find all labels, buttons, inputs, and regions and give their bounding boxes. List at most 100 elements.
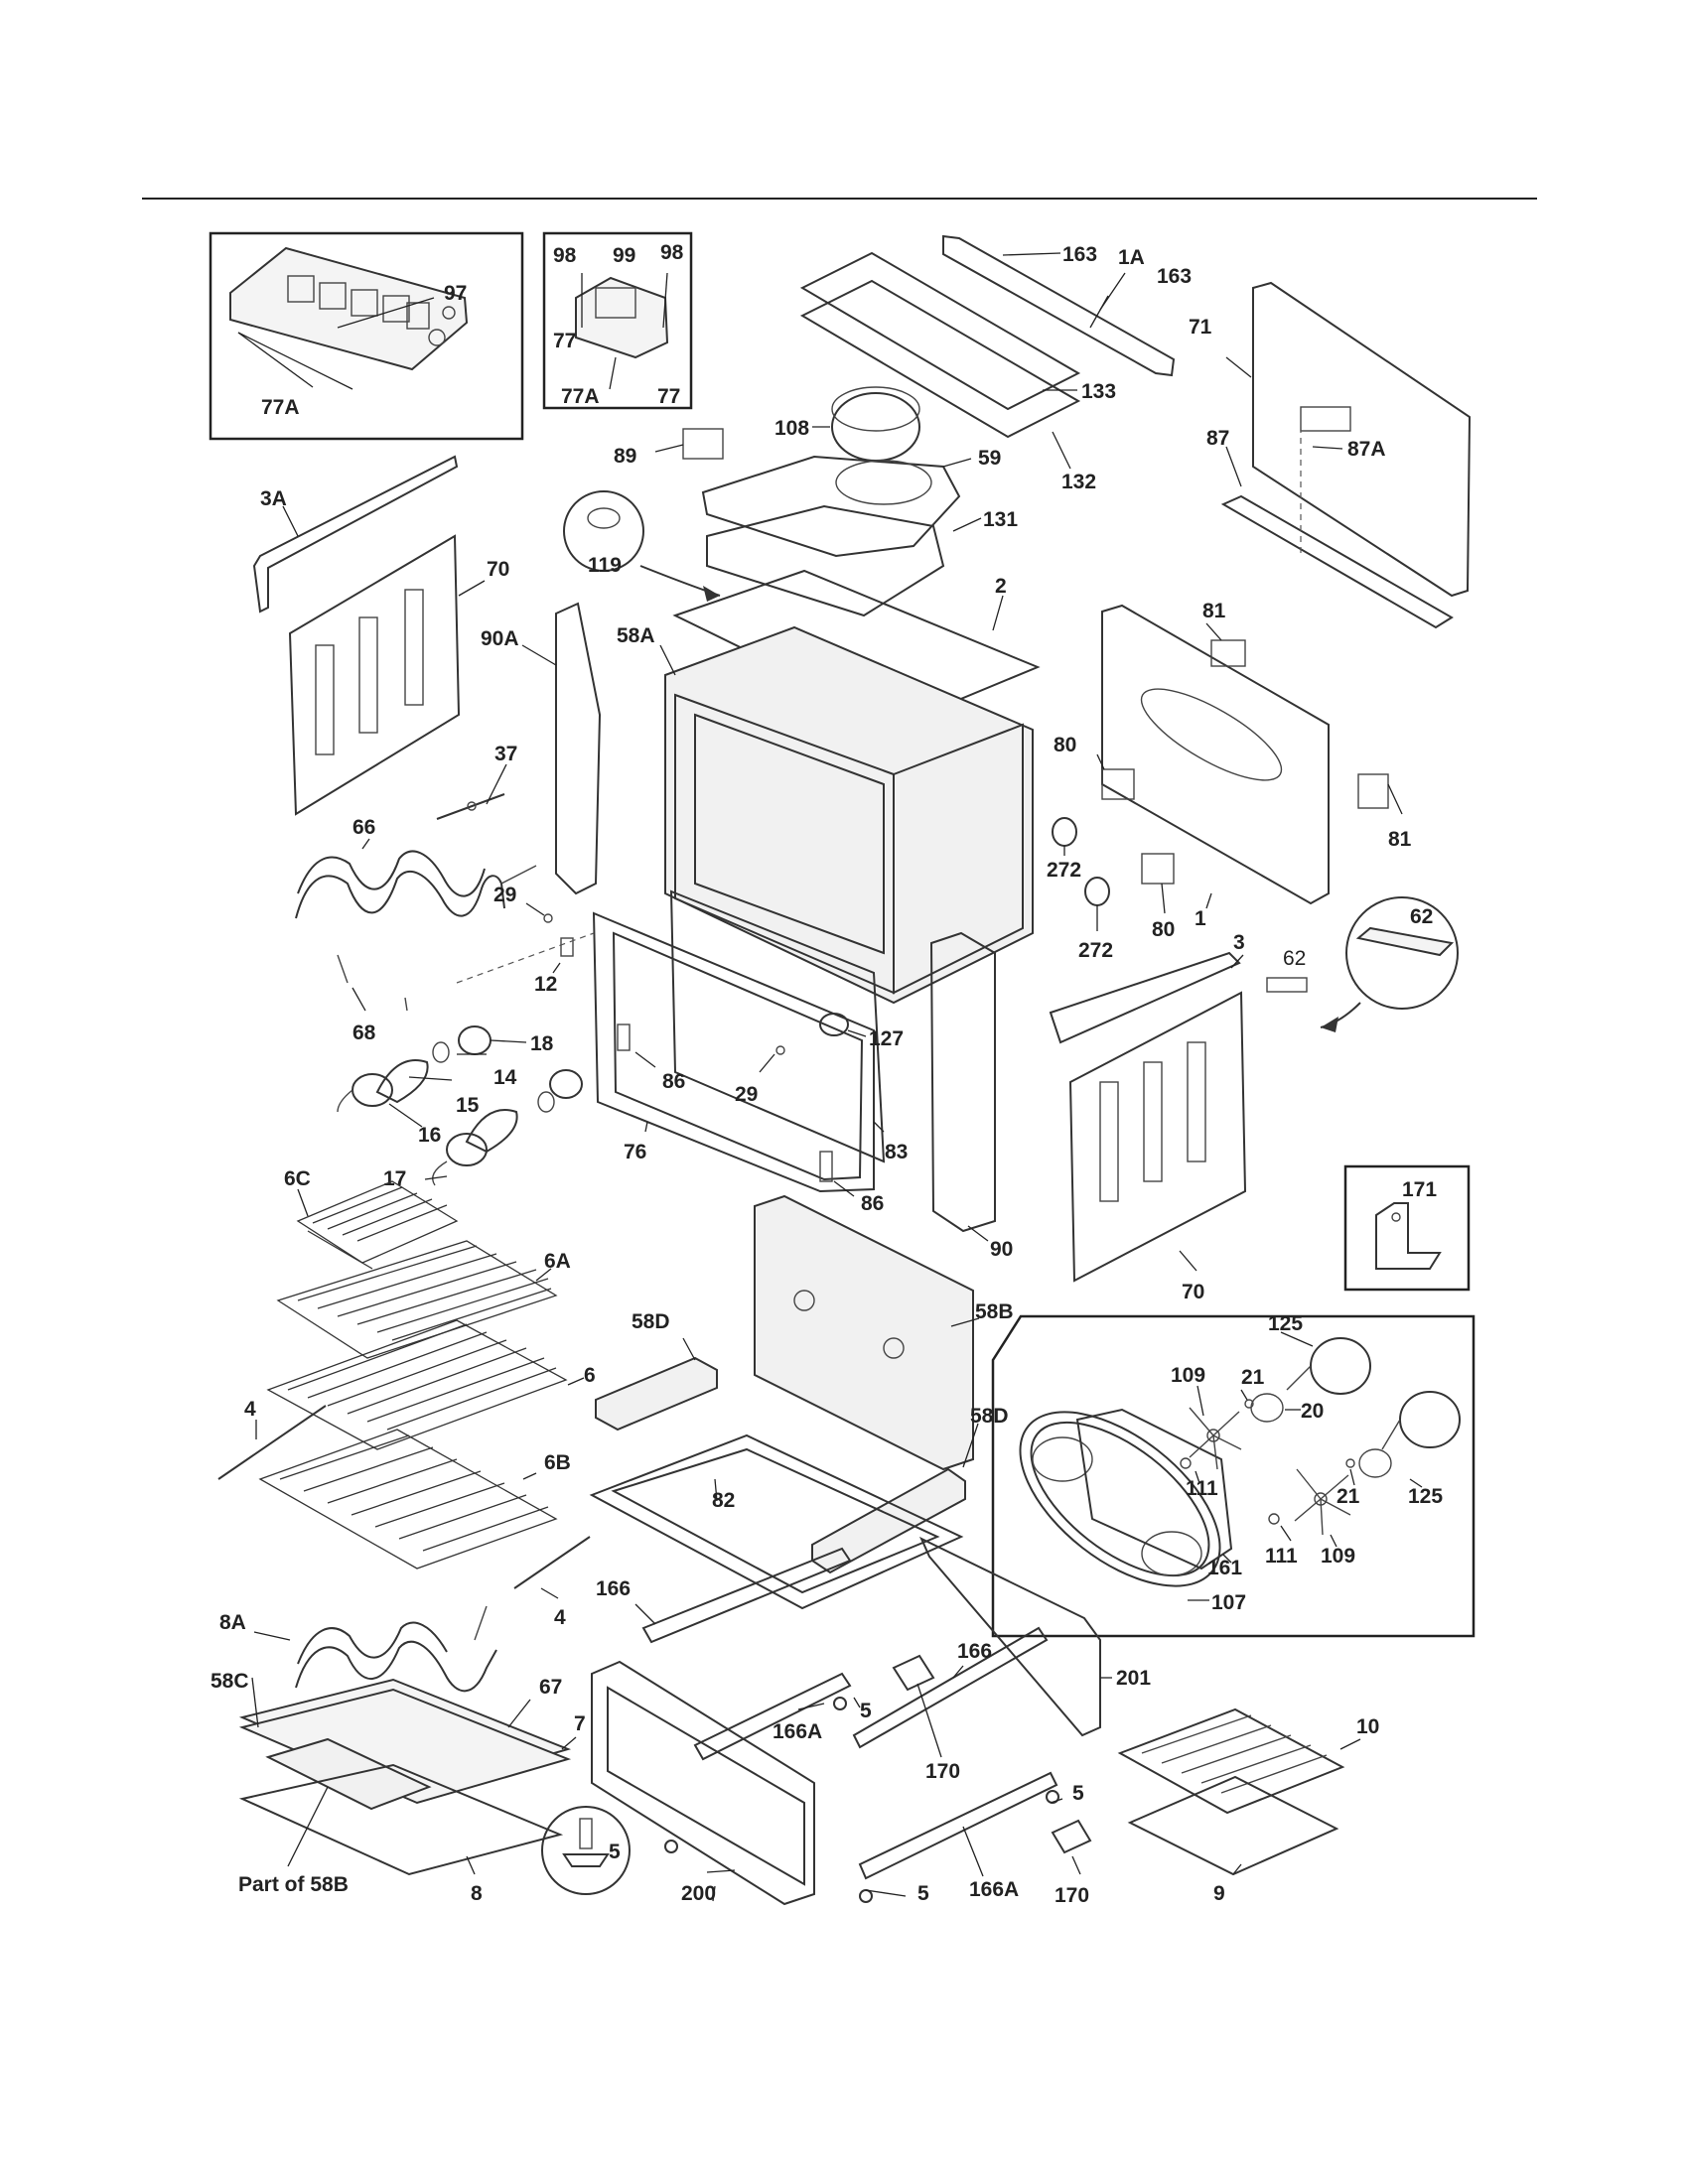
bracket-90 xyxy=(929,931,996,1233)
callout-77-right: 77 xyxy=(657,385,680,408)
door-frame-area xyxy=(592,889,996,1242)
back-panel-71 xyxy=(1220,281,1472,629)
drawer-area xyxy=(541,1536,1361,1906)
socket-12 xyxy=(560,937,574,957)
clip-68-b xyxy=(404,997,408,1012)
callout-99: 99 xyxy=(613,244,635,267)
bulb-15-top xyxy=(375,1059,429,1104)
callout-1A: 1A xyxy=(1118,246,1145,269)
fan-housing-161 xyxy=(1075,1408,1233,1570)
callout-81-top: 81 xyxy=(1202,600,1226,622)
callout-272-bottom: 272 xyxy=(1078,939,1113,962)
callout-70-right: 70 xyxy=(1182,1281,1204,1303)
callout-4-right: 4 xyxy=(554,1606,566,1629)
callout-76: 76 xyxy=(624,1141,646,1163)
callout-58A: 58A xyxy=(617,624,655,647)
callout-90: 90 xyxy=(990,1238,1013,1261)
fan-blade-109-bottom xyxy=(1294,1468,1351,1536)
callout-4-left: 4 xyxy=(244,1398,256,1421)
callout-163-top: 163 xyxy=(1062,243,1097,266)
callout-1: 1 xyxy=(1195,907,1206,930)
bracket-90A xyxy=(521,602,602,895)
callout-200: 200 xyxy=(681,1882,716,1905)
callout-170-top: 170 xyxy=(925,1760,960,1783)
callout-3: 3 xyxy=(1233,931,1245,954)
bake-element-area xyxy=(295,763,574,1012)
plate-8 xyxy=(238,1763,564,1876)
panel-132 xyxy=(799,279,1081,439)
nut-111-bottom xyxy=(1268,1513,1280,1525)
callout-6A: 6A xyxy=(544,1250,571,1273)
callout-6B: 6B xyxy=(544,1451,571,1474)
callout-5-d: 5 xyxy=(917,1882,929,1905)
switch-89 xyxy=(682,428,724,460)
slide-170-top xyxy=(892,1654,935,1692)
callout-62-circle: 62 xyxy=(1410,905,1433,928)
thermostat-119-detail xyxy=(563,490,721,602)
foot-272-bottom xyxy=(1084,877,1110,906)
callout-163-right: 163 xyxy=(1157,265,1192,288)
foot-5-d xyxy=(859,1889,873,1903)
callout-109-top: 109 xyxy=(1171,1364,1205,1387)
lens-18-top xyxy=(458,1025,492,1055)
inset-convection-fan xyxy=(991,1314,1476,1638)
slide-170-bottom xyxy=(1051,1819,1092,1854)
socket-16-top xyxy=(352,1073,393,1107)
callout-12: 12 xyxy=(534,973,557,996)
fan-cover-107 xyxy=(1019,1411,1221,1587)
callout-58C: 58C xyxy=(211,1670,249,1693)
bracket-1A xyxy=(942,234,1176,377)
callout-97: 97 xyxy=(444,282,467,305)
screw-29-bottom xyxy=(775,1045,785,1055)
clip-68-a xyxy=(337,954,349,984)
callout-89: 89 xyxy=(614,445,636,468)
callout-111-top: 111 xyxy=(1186,1477,1218,1500)
callout-16: 16 xyxy=(418,1124,441,1147)
callout-81-right: 81 xyxy=(1388,828,1412,851)
callout-171: 171 xyxy=(1402,1178,1437,1201)
sensor-37 xyxy=(436,793,505,820)
rack-6C xyxy=(296,1180,459,1270)
wire-17-top xyxy=(337,1089,353,1113)
rack-6B xyxy=(258,1429,558,1570)
callout-71: 71 xyxy=(1189,316,1212,339)
service-panel-1 xyxy=(1101,604,1330,905)
callout-77-left: 77 xyxy=(553,330,576,352)
callout-62: 62 xyxy=(1283,947,1306,970)
foot-5-a xyxy=(833,1697,847,1710)
callout-part-of-58B: Part of 58B xyxy=(238,1873,349,1896)
housing-59 xyxy=(701,455,961,558)
rail-166A-right xyxy=(858,1771,1058,1880)
callout-77A-inset: 77A xyxy=(561,385,600,408)
fan-motor-125-bottom xyxy=(1381,1391,1461,1450)
callout-17: 17 xyxy=(383,1167,406,1190)
callout-6C: 6C xyxy=(284,1167,311,1190)
cavity-liner-83 xyxy=(669,889,886,1163)
callout-83: 83 xyxy=(885,1141,908,1163)
side-panel-70-left xyxy=(288,534,461,816)
callout-66: 66 xyxy=(352,816,375,839)
callout-15: 15 xyxy=(456,1094,480,1117)
fan-motor-125-top xyxy=(1286,1337,1371,1395)
callout-108: 108 xyxy=(774,417,809,440)
bracket-80-top xyxy=(1101,768,1135,800)
insulation-58B xyxy=(754,1194,974,1471)
drawer-front-200 xyxy=(591,1660,815,1906)
rail-166A-left xyxy=(693,1672,852,1761)
foot-272-top xyxy=(1052,817,1077,847)
callout-82: 82 xyxy=(712,1489,735,1512)
bake-element-8A xyxy=(295,1640,497,1693)
callout-10: 10 xyxy=(1356,1715,1379,1738)
rail-201 xyxy=(918,1536,1101,1737)
callout-77A: 77A xyxy=(261,396,300,419)
callout-125-top: 125 xyxy=(1268,1312,1303,1335)
callout-21-bottom: 21 xyxy=(1336,1485,1360,1508)
bracket-3 xyxy=(1049,951,1241,1044)
insulation-58A xyxy=(664,625,1034,1005)
callout-67: 67 xyxy=(539,1676,562,1699)
bracket-81-right xyxy=(1357,773,1389,809)
control-board-97 xyxy=(229,246,469,371)
rack-support-4-left xyxy=(217,1405,327,1480)
inset-control-board xyxy=(209,231,524,441)
callout-68: 68 xyxy=(352,1022,376,1044)
